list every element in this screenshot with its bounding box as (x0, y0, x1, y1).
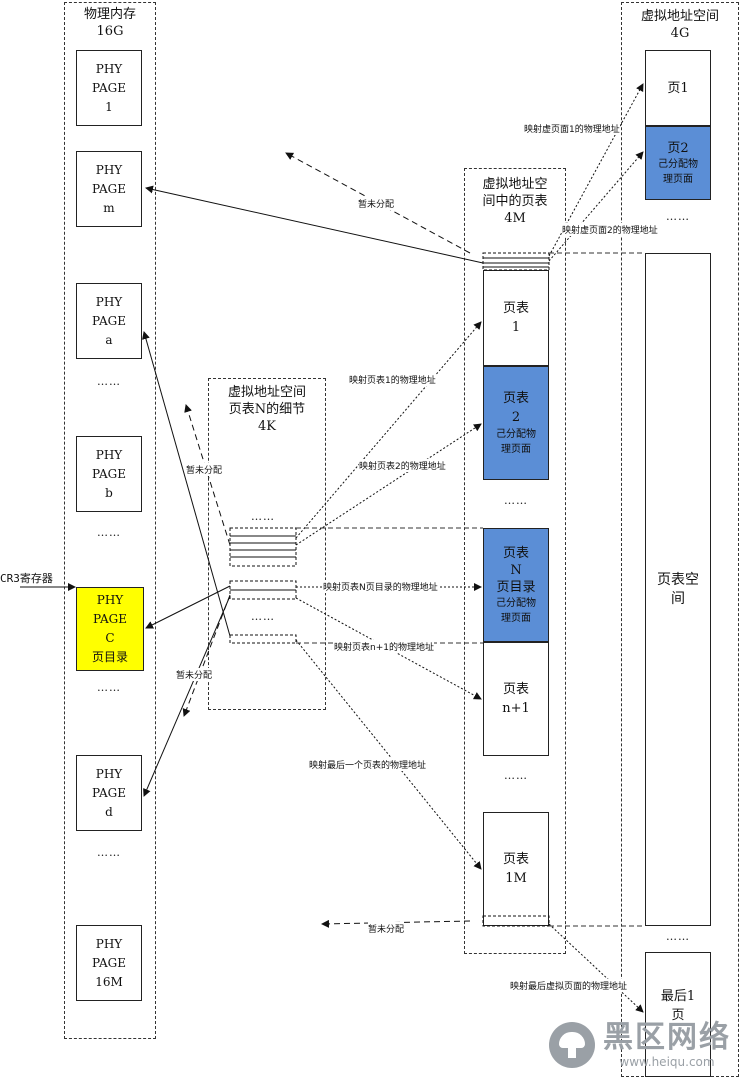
page-table-n-plus-1: 页表 n+1 (483, 642, 549, 756)
detail-entries-top (229, 527, 297, 567)
phy-page-c-page-directory: PHY PAGE C 页目录 (76, 587, 144, 671)
watermark-logo-icon (549, 1022, 595, 1068)
phy-page-m: PHY PAGE m (76, 151, 142, 227)
label-map-vpage1: 映射虚页面1的物理地址 (524, 122, 620, 135)
page-table-last-entry (482, 915, 550, 927)
phy-ellipsis-2: …… (97, 526, 121, 539)
label-unallocated-1: 暂未分配 (358, 197, 395, 210)
page-table-2-allocated: 页表 2 己分配物 理页面 (483, 366, 549, 480)
phy-page-1: PHY PAGE 1 (76, 50, 142, 126)
label-map-pt1: 映射页表1的物理地址 (349, 373, 436, 386)
page-tables-container (464, 168, 566, 954)
page-table-1m: 页表 1M (483, 812, 549, 926)
watermark-url: www.heiqu.com (619, 1055, 715, 1069)
page-table-n-page-directory: 页表 N 页目录 己分配物 理页面 (483, 528, 549, 642)
page-table-space: 页表空 间 (645, 253, 711, 926)
label-map-ptN: 映射页表N页目录的物理地址 (323, 580, 438, 593)
phy-page-b: PHY PAGE b (76, 436, 142, 512)
virtual-last-page: 最后1 页 (645, 952, 711, 1077)
cr3-register-label: CR3寄存器 (0, 572, 53, 585)
watermark-text: 黑区网络 (603, 1020, 731, 1055)
label-map-ptn1: 映射页表n+1的物理地址 (334, 640, 434, 653)
detail-ellipsis-top: …… (251, 510, 275, 523)
detail-ellipsis-mid: …… (251, 610, 275, 623)
phy-ellipsis-3: …… (97, 681, 121, 694)
page-table-header-entries (482, 252, 550, 271)
watermark: 黑区网络 www.heiqu.com (549, 1021, 731, 1069)
page-table-detail-title: 虚拟地址空间 页表N的细节 4K (227, 385, 306, 434)
page-tables-ellipsis-2: …… (504, 769, 528, 782)
page-tables-title: 虚拟地址空 间中的页表 4M (482, 177, 548, 226)
label-map-vpage2: 映射虚页面2的物理地址 (562, 223, 658, 236)
label-map-last-pt: 映射最后一个页表的物理地址 (309, 758, 427, 771)
phy-page-a: PHY PAGE a (76, 283, 142, 359)
label-unallocated-2: 暂未分配 (186, 463, 223, 476)
page-table-1: 页表 1 (483, 270, 549, 366)
virtual-ellipsis-2: …… (666, 930, 690, 943)
virtual-space-title: 虚拟地址空间 4G (640, 9, 719, 41)
phy-page-d: PHY PAGE d (76, 755, 142, 831)
physical-memory-container (64, 2, 156, 1039)
virtual-page-1: 页1 (645, 50, 711, 126)
label-map-last-vpage: 映射最后虚拟页面的物理地址 (510, 979, 628, 992)
phy-ellipsis-1: …… (97, 375, 121, 388)
physical-memory-title: 物理内存 16G (83, 7, 136, 39)
virtual-page-2-allocated: 页2 己分配物 理页面 (645, 126, 711, 200)
label-map-pt2: 映射页表2的物理地址 (359, 459, 446, 472)
phy-ellipsis-4: …… (97, 846, 121, 859)
virtual-ellipsis-1: …… (666, 210, 690, 223)
phy-page-16m: PHY PAGE 16M (76, 925, 142, 1001)
page-tables-ellipsis-1: …… (504, 494, 528, 507)
label-unallocated-4: 暂未分配 (368, 922, 405, 935)
detail-entries-mid (229, 580, 297, 600)
page-table-detail-container (208, 378, 326, 710)
detail-entry-last (229, 634, 297, 644)
label-unallocated-3: 暂未分配 (176, 668, 213, 681)
